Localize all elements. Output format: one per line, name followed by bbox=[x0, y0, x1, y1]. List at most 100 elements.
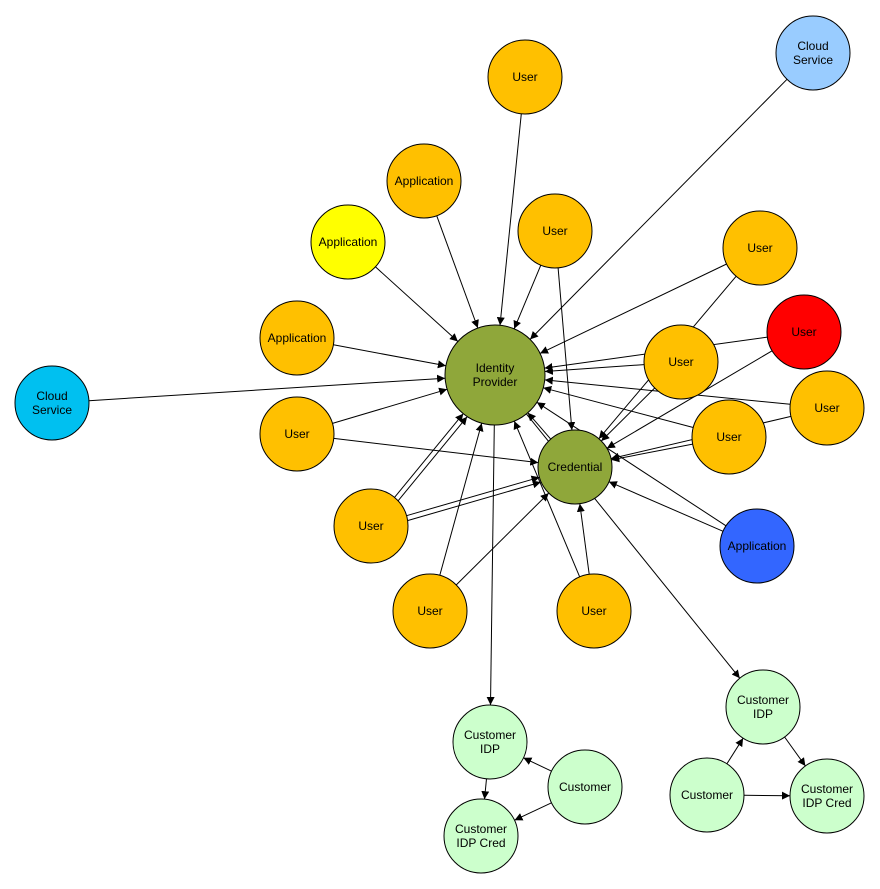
edge-u_b2-to-cred bbox=[576, 503, 590, 575]
node-u_top[interactable]: User bbox=[487, 39, 563, 115]
node-u_r3[interactable]: User bbox=[789, 370, 865, 446]
node-label-app_y-line-0: Application bbox=[319, 235, 378, 249]
node-label-ccred2-line-1: IDP Cred bbox=[802, 796, 851, 810]
edge-u_mid-to-cred bbox=[557, 267, 576, 431]
node-circle-u_l2[interactable] bbox=[333, 488, 409, 564]
edge-u_l2-to-idp bbox=[394, 413, 464, 498]
node-app2[interactable]: Application bbox=[259, 300, 335, 376]
node-label-ccred1-line-1: IDP Cred bbox=[456, 836, 505, 850]
node-label-cidp2-line-0: Customer bbox=[737, 693, 789, 707]
edge-u_l2-to-cred bbox=[407, 480, 541, 521]
node-u_r4[interactable]: User bbox=[691, 399, 767, 475]
node-circle-u_r4[interactable] bbox=[691, 399, 767, 475]
edge-app2-to-idp bbox=[333, 344, 446, 369]
node-layer: IdentityProviderCredentialCloudServiceCl… bbox=[14, 15, 865, 874]
node-cred[interactable]: Credential bbox=[537, 429, 613, 505]
node-label-idp-line-1: Provider bbox=[473, 375, 518, 389]
node-app_y[interactable]: Application bbox=[310, 204, 386, 280]
node-label-idp-line-0: Identity bbox=[476, 361, 515, 375]
node-circle-app_y[interactable] bbox=[310, 204, 386, 280]
node-circle-u_red[interactable] bbox=[766, 294, 842, 370]
edge-app_blue-to-cred bbox=[608, 481, 724, 532]
node-label-u_top-line-0: User bbox=[512, 70, 537, 84]
node-circle-ccred1[interactable] bbox=[443, 798, 519, 874]
edge-cloud1-to-idp bbox=[529, 78, 788, 340]
node-circle-app1[interactable] bbox=[386, 143, 462, 219]
node-label-cred-line-0: Credential bbox=[548, 460, 603, 474]
node-circle-cloud1[interactable] bbox=[775, 15, 851, 91]
node-label-cidp2-line-1: IDP bbox=[753, 707, 773, 721]
node-label-u_r2-line-0: User bbox=[668, 355, 693, 369]
node-circle-cust2[interactable] bbox=[669, 757, 745, 833]
node-cust1[interactable]: Customer bbox=[547, 749, 623, 825]
node-u_mid[interactable]: User bbox=[517, 193, 593, 269]
node-circle-u_r2[interactable] bbox=[643, 324, 719, 400]
node-label-u_l1-line-0: User bbox=[284, 427, 309, 441]
edge-cust1-to-cidp1 bbox=[523, 757, 552, 772]
node-u_l1[interactable]: User bbox=[259, 396, 335, 472]
node-circle-cust1[interactable] bbox=[547, 749, 623, 825]
node-label-app_blue-line-0: Application bbox=[728, 539, 787, 553]
node-label-cidp1-line-0: Customer bbox=[464, 728, 516, 742]
node-label-u_r4-line-0: User bbox=[716, 430, 741, 444]
node-circle-u_top[interactable] bbox=[487, 39, 563, 115]
edge-u_r2-to-cred bbox=[600, 387, 656, 442]
edge-app1-to-idp bbox=[436, 215, 479, 329]
node-u_red[interactable]: User bbox=[766, 294, 842, 370]
node-label-cidp1-line-1: IDP bbox=[480, 742, 500, 756]
node-u_b1[interactable]: User bbox=[392, 573, 468, 649]
node-label-ccred1-line-0: Customer bbox=[455, 822, 507, 836]
node-label-u_b2-line-0: User bbox=[581, 604, 606, 618]
node-circle-cidp2[interactable] bbox=[725, 669, 801, 745]
node-u_r2[interactable]: User bbox=[643, 324, 719, 400]
node-u_r1[interactable]: User bbox=[722, 210, 798, 286]
node-label-app1-line-0: Application bbox=[395, 174, 454, 188]
edge-u_l2-to-cred bbox=[406, 475, 540, 517]
node-circle-cidp1[interactable] bbox=[452, 704, 528, 780]
edge-app_y-to-idp bbox=[375, 266, 459, 342]
edge-u_l2-to-idp bbox=[397, 416, 468, 501]
edge-u_b1-to-cred bbox=[455, 492, 550, 586]
node-circle-cred[interactable] bbox=[537, 429, 613, 505]
node-circle-u_r1[interactable] bbox=[722, 210, 798, 286]
node-circle-app2[interactable] bbox=[259, 300, 335, 376]
edge-idp-to-cidp1 bbox=[486, 424, 495, 706]
node-u_b2[interactable]: User bbox=[556, 573, 632, 649]
edge-cred-to-idp bbox=[527, 412, 552, 440]
node-label-u_red-line-0: User bbox=[791, 325, 816, 339]
node-circle-u_l1[interactable] bbox=[259, 396, 335, 472]
node-label-cust1-line-0: Customer bbox=[559, 780, 611, 794]
node-circle-u_b2[interactable] bbox=[556, 573, 632, 649]
edge-u_r2-to-idp bbox=[544, 364, 645, 375]
node-u_l2[interactable]: User bbox=[333, 488, 409, 564]
node-app1[interactable]: Application bbox=[386, 143, 462, 219]
node-circle-cloud2[interactable] bbox=[14, 365, 90, 441]
edge-cloud2-to-idp bbox=[88, 374, 446, 402]
edge-u_r4-to-cred bbox=[611, 443, 693, 463]
node-cust2[interactable]: Customer bbox=[669, 757, 745, 833]
edge-u_r1-to-idp bbox=[539, 263, 727, 354]
node-app_blue[interactable]: Application bbox=[719, 508, 795, 584]
node-circle-app_blue[interactable] bbox=[719, 508, 795, 584]
edge-layer bbox=[88, 78, 806, 821]
node-label-cust2-line-0: Customer bbox=[681, 788, 733, 802]
node-circle-u_mid[interactable] bbox=[517, 193, 593, 269]
node-circle-idp[interactable] bbox=[444, 324, 546, 426]
node-label-ccred2-line-0: Customer bbox=[801, 782, 853, 796]
node-circle-ccred2[interactable] bbox=[789, 758, 865, 834]
edge-u_red-to-cred bbox=[606, 350, 773, 449]
node-label-cloud2-line-0: Cloud bbox=[36, 389, 67, 403]
node-circle-u_b1[interactable] bbox=[392, 573, 468, 649]
node-label-app2-line-0: Application bbox=[268, 331, 327, 345]
node-circle-u_r3[interactable] bbox=[789, 370, 865, 446]
edge-u_mid-to-idp bbox=[513, 265, 542, 329]
node-label-cloud1-line-0: Cloud bbox=[797, 39, 828, 53]
